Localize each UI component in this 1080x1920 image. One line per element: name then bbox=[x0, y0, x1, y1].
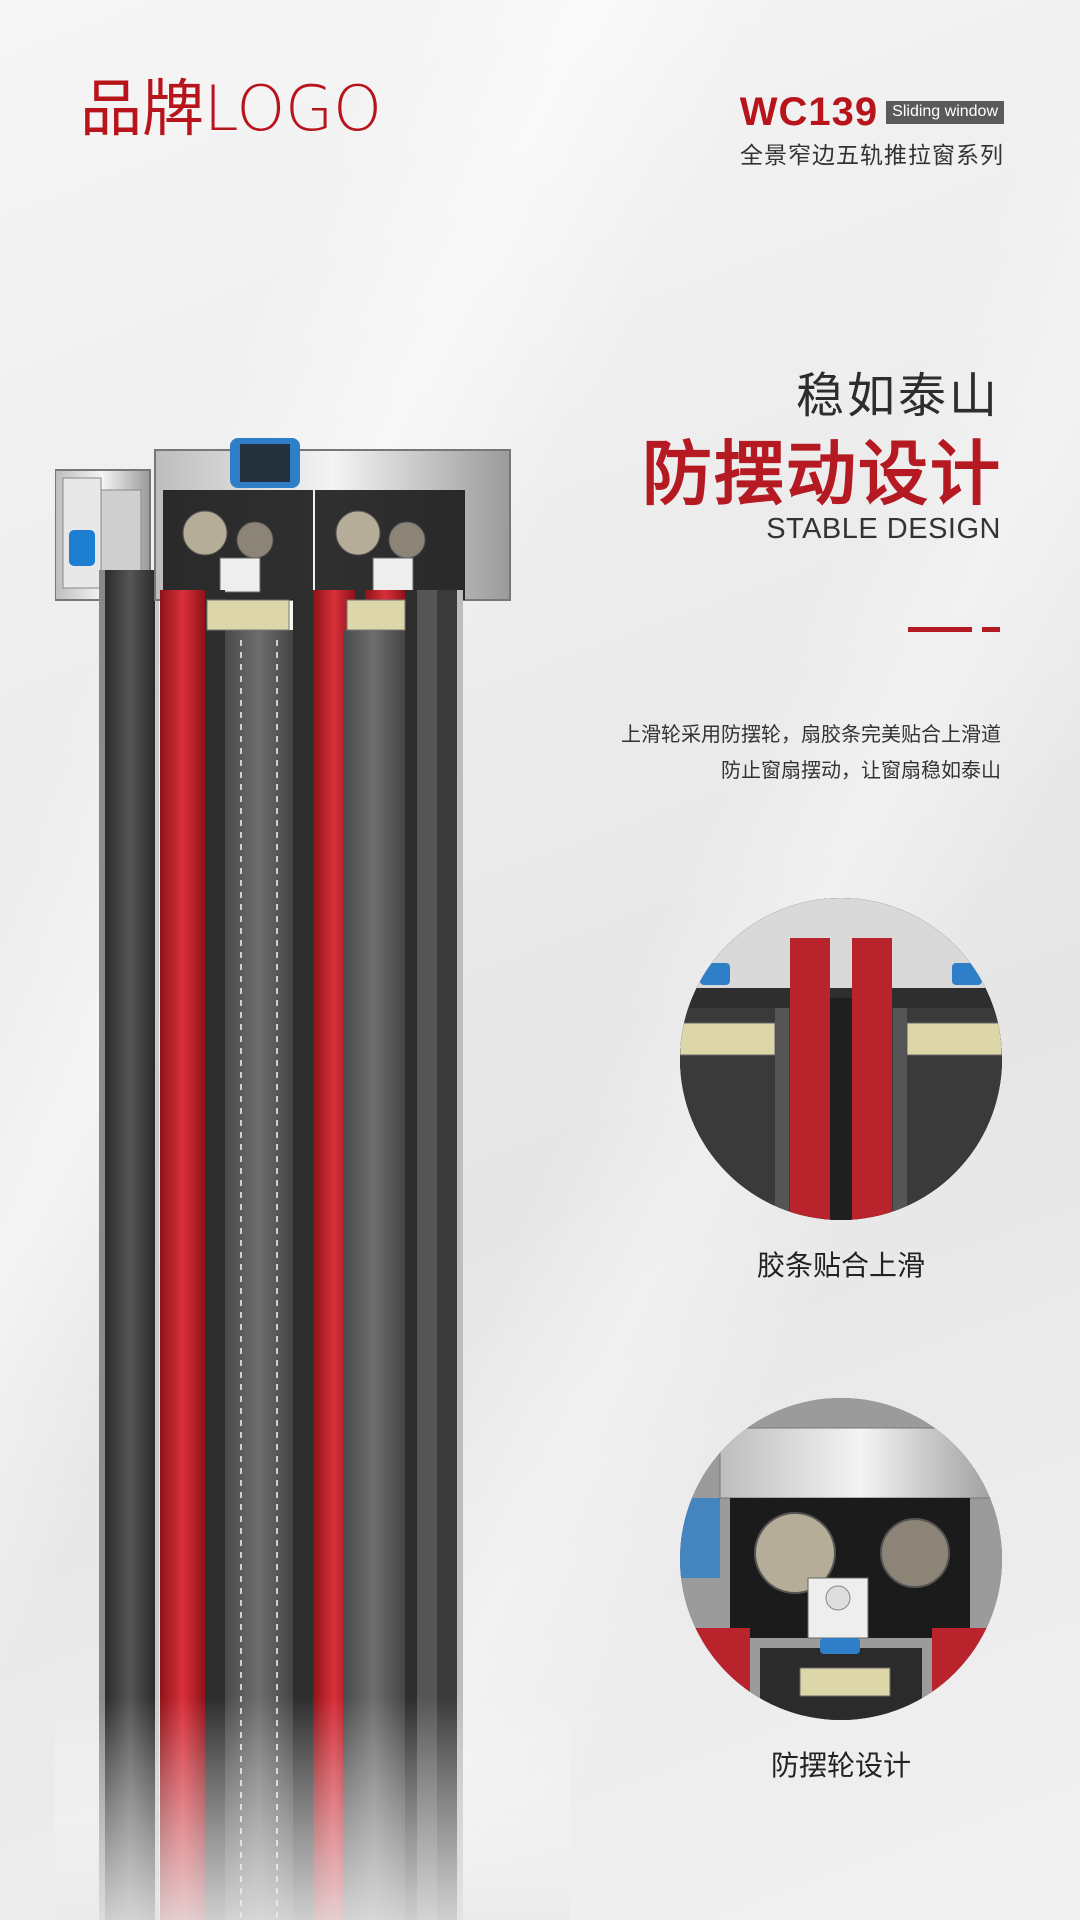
description-line-1: 上滑轮采用防摆轮，扇胶条完美贴合上滑道 bbox=[621, 722, 1001, 746]
profile-fade bbox=[55, 430, 570, 1920]
brand-logo: 品牌LOGO bbox=[80, 72, 382, 145]
profile-svg bbox=[55, 430, 570, 1920]
accent-bar-long bbox=[908, 627, 972, 632]
detail-seal-svg bbox=[680, 898, 1002, 1220]
detail-circle-wheel bbox=[680, 1398, 1002, 1720]
model-code: WC139 bbox=[739, 90, 879, 134]
model-subtitle: 全景窄边五轨推拉窗系列 bbox=[740, 143, 1004, 169]
detail-caption-seal: 胶条贴合上滑 bbox=[756, 1249, 925, 1282]
detail-circle-seal bbox=[680, 898, 1002, 1220]
model-tag: Sliding window bbox=[886, 100, 1004, 124]
window-profile-illustration bbox=[55, 430, 570, 1920]
detail-wheel-svg bbox=[680, 1398, 1002, 1720]
description: 上滑轮采用防摆轮，扇胶条完美贴合上滑道 防止窗扇摆动，让窗扇稳如泰山 bbox=[621, 716, 1001, 788]
model-block: WC139 Sliding window 全景窄边五轨推拉窗系列 bbox=[584, 92, 1004, 170]
detail-caption-wheel: 防摆轮设计 bbox=[770, 1749, 911, 1782]
model-row: WC139 Sliding window bbox=[584, 92, 1004, 132]
description-line-2: 防止窗扇摆动，让窗扇稳如泰山 bbox=[721, 758, 1001, 782]
headline-main: 防摆动设计 bbox=[642, 433, 1002, 515]
headline-sub: 稳如泰山 bbox=[795, 368, 1000, 424]
headline-english: STABLE DESIGN bbox=[766, 513, 1001, 545]
accent-bar-short bbox=[982, 627, 1000, 632]
